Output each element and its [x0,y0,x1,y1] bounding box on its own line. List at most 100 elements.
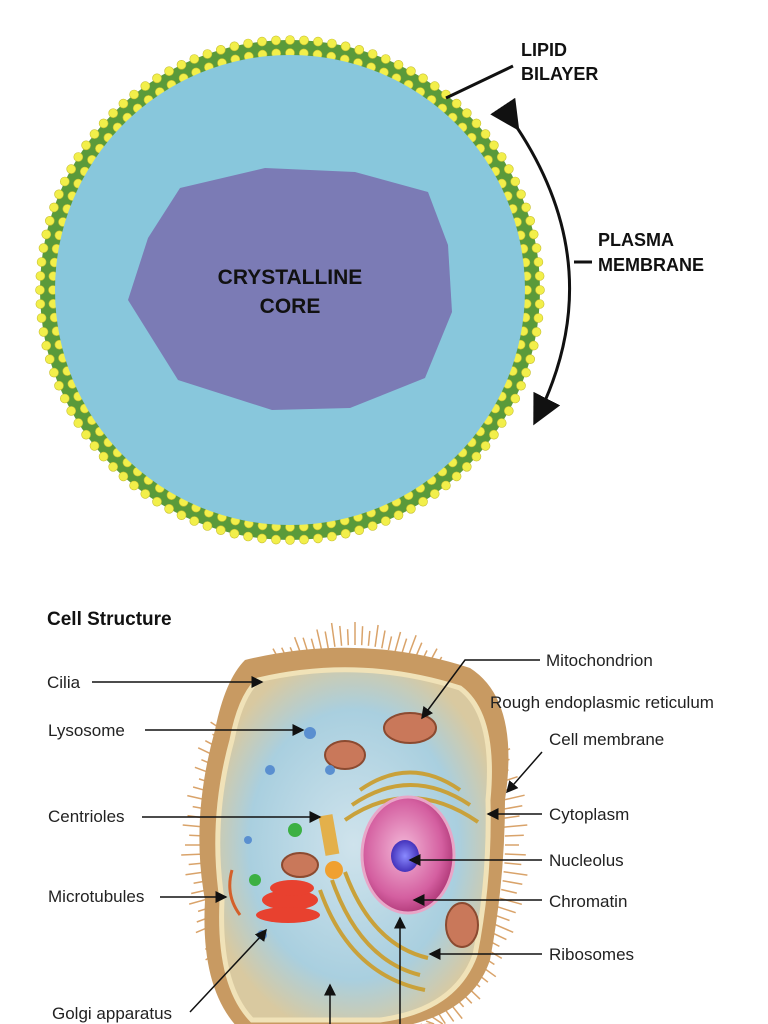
lipid-head [516,189,526,200]
label-ribosomes: Ribosomes [549,945,634,964]
cilium [499,897,522,906]
lipid-head [534,299,545,309]
lipid-head [73,418,84,428]
lipid-head [44,354,55,365]
bilayer-pointer-line [445,64,514,100]
lipid-head [152,496,162,507]
label-golgi: Golgi apparatus [52,1004,172,1023]
cilium [504,824,528,828]
lipid-head [89,441,100,451]
nucleolus-shape [391,840,419,872]
lipid-head [533,257,544,267]
lipid-head [229,41,240,52]
label-cilia: Cilia [47,673,81,692]
membrane-arc-arrow [490,97,572,426]
lipid-head [340,41,351,52]
lipid-head [521,202,531,213]
lipid-head [35,271,46,281]
label-centrioles: Centrioles [48,807,125,826]
cilium [503,815,520,819]
lipid-head [81,429,91,440]
lipid-head [521,367,531,378]
lipid-head [49,202,59,213]
cilium [504,834,524,837]
lipid-head [299,35,309,46]
lipid-head [406,66,416,76]
cell-structure-title: Cell Structure [47,609,172,630]
lipid-head [471,118,482,129]
lipid-head [60,176,70,187]
cilium [381,630,386,649]
lipid-head [129,480,139,491]
lipid-head [393,60,404,70]
label-cytoplasm: Cytoplasm [549,805,629,824]
lipid-head [118,98,129,109]
lipid-head [380,54,391,64]
lipid-head [299,534,309,545]
cilium [316,629,323,651]
lipid-head [461,461,472,472]
lipid-head [451,98,462,109]
cilium [502,804,523,811]
lipid-head [480,129,491,139]
lipid-head [44,216,55,226]
label-cell-membrane: Cell membrane [549,730,664,749]
cilium [495,914,510,922]
lipid-head [176,510,187,521]
lipid-head [461,108,472,118]
cilium [504,862,522,866]
lipid-head [531,327,542,337]
centriole-shape [318,814,343,879]
lipid-head [108,461,118,472]
cilium [497,906,516,914]
lipid-head [380,516,391,526]
golgi-shape [256,880,320,923]
lipid-head [533,313,544,323]
lipid-head [38,243,49,253]
label-chromatin: Chromatin [549,892,627,911]
lipid-head [189,516,200,526]
lipid-head [54,380,64,391]
lipid-head [528,229,539,240]
label-lysosome: Lysosome [48,721,125,740]
cilium [502,879,523,886]
lipid-head [367,521,378,531]
membrane-label-line1: PLASMA [598,230,674,250]
lipid-head [534,271,545,281]
cilium [346,629,350,646]
lipid-head [89,129,100,139]
lipid-head [216,44,226,55]
lipid-head [510,176,521,187]
lipid-head [202,521,213,531]
lipid-head [36,257,47,267]
lipid-head [354,44,365,55]
bilayer-label-line1: LIPID [521,40,567,60]
lipid-head [451,471,462,482]
bilayer-label-line2: BILAYER [521,64,598,84]
lipid-head [35,285,45,295]
lipid-head [66,164,76,174]
lipid-head [525,354,536,365]
lipid-head [285,35,295,45]
cilium [339,625,343,646]
lipid-head [243,38,253,49]
label-nucleolus: Nucleolus [549,851,624,870]
cilium [394,631,402,653]
lipid-head [480,441,491,451]
lipid-head [528,340,539,351]
cilium [501,888,517,894]
lipid-head [471,451,482,462]
cilium [387,636,393,651]
lipid-head [489,429,499,440]
lipid-head [429,489,440,499]
cilium [431,1016,444,1024]
lipid-head [496,418,507,428]
lipid-head [406,503,416,514]
lipid-head [441,480,451,491]
lipid-head [327,38,337,49]
lipid-head [140,81,151,91]
lipid-head [285,535,295,545]
lipid-head [202,49,213,59]
cilium [324,631,329,649]
